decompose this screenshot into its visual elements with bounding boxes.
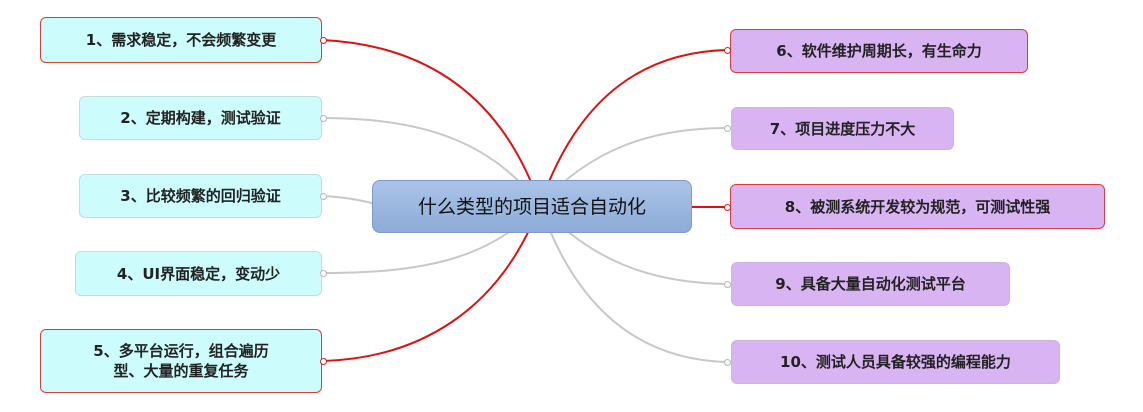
connector-dot-9 bbox=[724, 281, 731, 288]
left-node-1[interactable]: 1、需求稳定，不会频繁变更 bbox=[40, 17, 322, 63]
left-node-4-label: 4、UI界面稳定，变动少 bbox=[116, 264, 281, 283]
connector-dot-6 bbox=[724, 47, 731, 54]
connector-1 bbox=[322, 39, 541, 206]
right-node-8-label: 8、被测系统开发较为规范，可测试性强 bbox=[784, 197, 1051, 216]
left-node-1-label: 1、需求稳定，不会频繁变更 bbox=[85, 31, 277, 49]
connector-dot-2 bbox=[320, 115, 327, 122]
central-topic[interactable]: 什么类型的项目适合自动化 bbox=[372, 180, 692, 233]
left-node-5[interactable]: 5、多平台运行，组合遍历 型、大量的重复任务 bbox=[40, 329, 322, 393]
connector-dot-5 bbox=[320, 358, 327, 365]
central-topic-label: 什么类型的项目适合自动化 bbox=[417, 195, 646, 218]
connector-5 bbox=[322, 204, 541, 362]
left-node-2[interactable]: 2、定期构建，测试验证 bbox=[79, 96, 322, 140]
connector-dot-10 bbox=[724, 359, 731, 366]
left-node-5-line2: 型、大量的重复任务 bbox=[113, 362, 249, 380]
connector-10 bbox=[539, 204, 728, 363]
connector-6 bbox=[539, 49, 728, 206]
connector-dot-8 bbox=[724, 204, 731, 211]
left-node-5-line1: 5、多平台运行，组合遍历 bbox=[93, 342, 269, 360]
right-node-6[interactable]: 6、软件维护周期长，有生命力 bbox=[730, 29, 1028, 73]
right-node-9-label: 9、具备大量自动化测试平台 bbox=[775, 275, 966, 293]
right-node-6-label: 6、软件维护周期长，有生命力 bbox=[776, 42, 982, 60]
left-node-4[interactable]: 4、UI界面稳定，变动少 bbox=[75, 251, 322, 296]
connector-dot-1 bbox=[320, 37, 327, 44]
right-node-7-label: 7、项目进度压力不大 bbox=[769, 119, 916, 138]
right-node-9[interactable]: 9、具备大量自动化测试平台 bbox=[731, 262, 1010, 306]
right-node-10-label: 10、测试人员具备较强的编程能力 bbox=[780, 353, 1011, 371]
left-node-3[interactable]: 3、比较频繁的回归验证 bbox=[79, 174, 322, 218]
connector-dot-4 bbox=[320, 270, 327, 277]
left-node-3-label: 3、比较频繁的回归验证 bbox=[120, 187, 281, 205]
connector-dot-3 bbox=[320, 193, 327, 200]
connector-dot-7 bbox=[724, 125, 731, 132]
right-node-7[interactable]: 7、项目进度压力不大 bbox=[731, 107, 954, 150]
right-node-10[interactable]: 10、测试人员具备较强的编程能力 bbox=[731, 340, 1060, 384]
right-node-8[interactable]: 8、被测系统开发较为规范，可测试性强 bbox=[730, 184, 1105, 229]
left-node-2-label: 2、定期构建，测试验证 bbox=[120, 109, 281, 127]
